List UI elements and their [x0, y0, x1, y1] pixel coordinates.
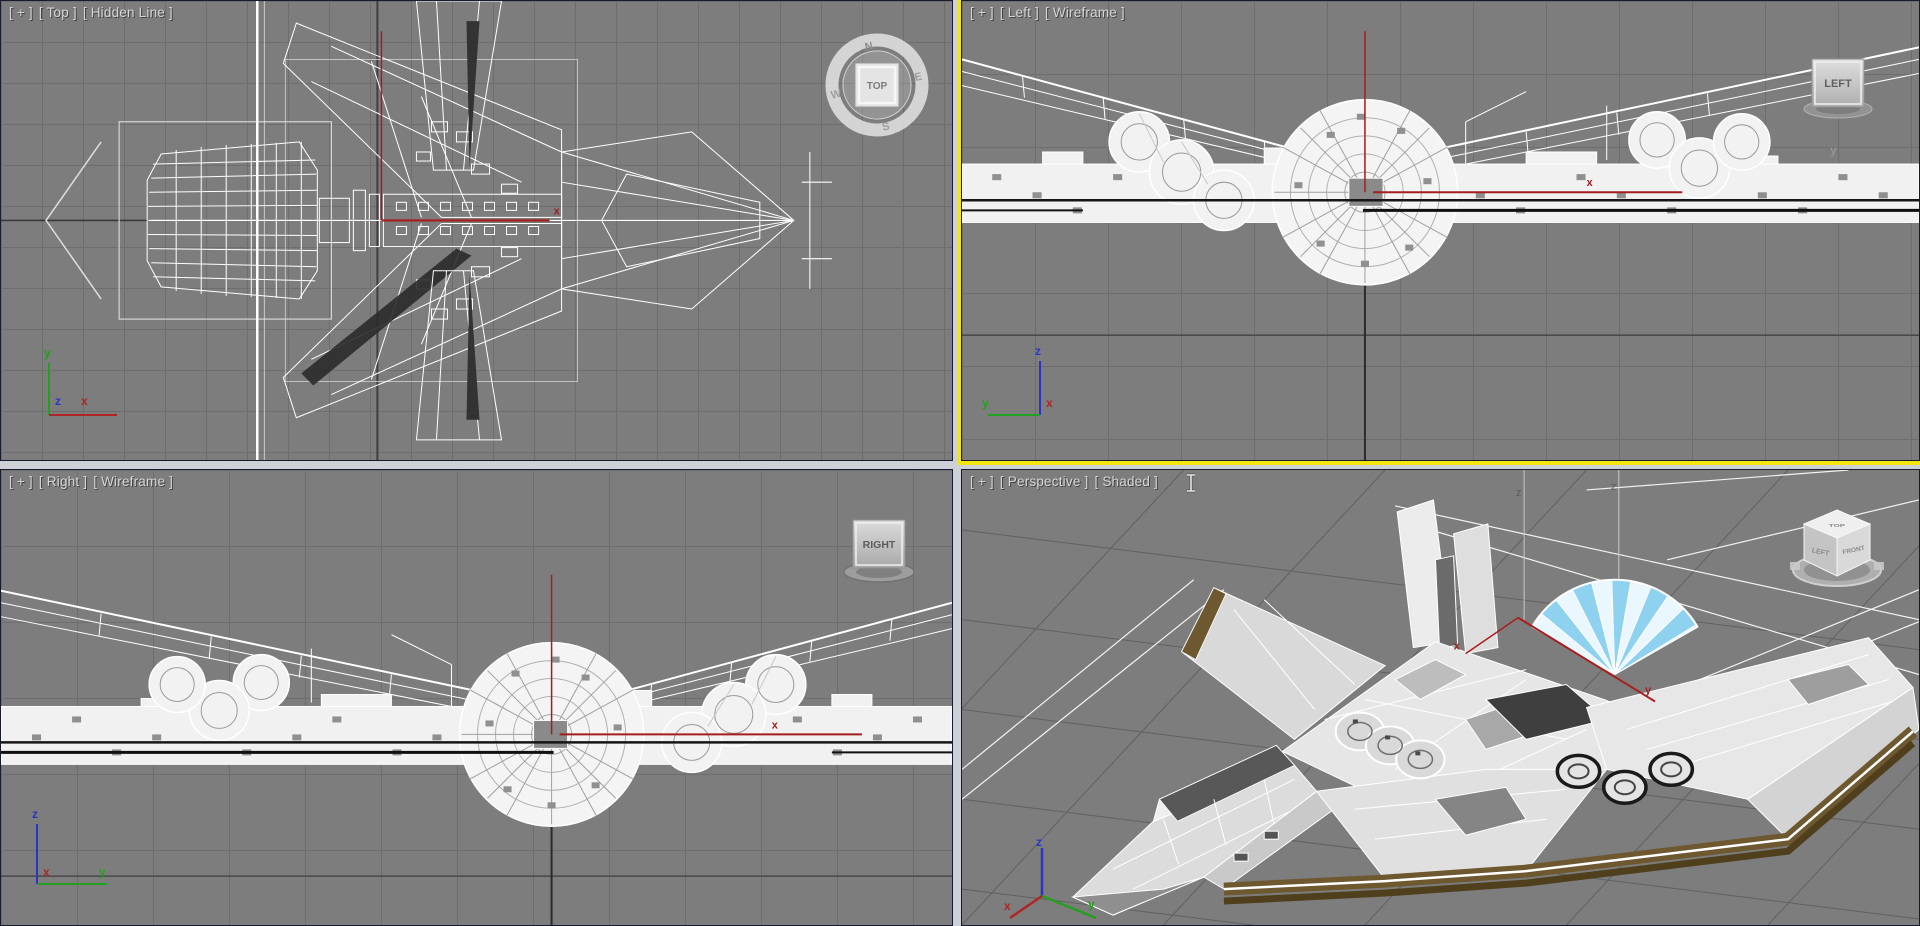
model-right-view: x — [1, 574, 952, 925]
viewport-view-menu[interactable]: [ Right ] — [38, 474, 88, 489]
gizmo-x-label: x — [1454, 641, 1461, 653]
world-y-label: y — [1830, 143, 1837, 157]
viewcube-top[interactable]: N E S W TOP — [825, 33, 929, 142]
viewport-shading-menu[interactable]: [ Wireframe ] — [93, 474, 174, 489]
ibeam-cursor — [1187, 473, 1195, 493]
construction-z-label: z — [1516, 487, 1522, 499]
gizmo-x-label: x — [1587, 177, 1594, 189]
viewport-menu-button[interactable]: [ + ] — [9, 474, 33, 489]
tripod-x-label: x — [43, 865, 50, 879]
viewport-menu-button[interactable]: [ + ] — [970, 474, 994, 489]
tripod-y-label: y — [99, 865, 106, 879]
gizmo-x-label: x — [554, 205, 561, 217]
construction-z-label: z — [1611, 481, 1617, 493]
tripod-y-label: y — [982, 396, 989, 410]
viewcube-top-face-label: TOP — [1829, 524, 1846, 529]
tripod-z-label: z — [32, 808, 38, 821]
viewport-menu-button[interactable]: [ + ] — [9, 5, 33, 20]
viewcube-perspective[interactable]: TOP LEFT FRONT — [1782, 492, 1892, 607]
model-top-view: x — [1, 1, 832, 460]
viewport-perspective-label: [ + ] [ Perspective ] [ Shaded ] — [970, 474, 1164, 489]
viewcube-top-face-label: TOP — [867, 81, 888, 92]
viewcube-right-face-label: RIGHT — [863, 539, 896, 551]
viewport-view-menu[interactable]: [ Perspective ] — [999, 474, 1089, 489]
viewport-left[interactable]: [ + ] [ Left ] [ Wireframe ] — [961, 0, 1920, 461]
viewport-right[interactable]: [ + ] [ Right ] [ Wireframe ] x RIGHT — [0, 469, 953, 926]
viewport-left-label: [ + ] [ Left ] [ Wireframe ] — [970, 5, 1131, 20]
model-perspective-view: z z — [962, 470, 1919, 925]
tripod-z-label: z — [55, 394, 61, 408]
gizmo-x-label: x — [772, 719, 779, 731]
axis-tripod-perspective: z y x — [1004, 838, 1097, 920]
compass-w-label: W — [830, 88, 843, 102]
tripod-y-label: y — [1088, 897, 1095, 911]
tripod-x-label: x — [81, 394, 88, 408]
viewcube-left[interactable]: LEFT — [1803, 45, 1873, 134]
compass-s-label: S — [881, 120, 891, 133]
tripod-z-label: z — [1036, 838, 1042, 849]
tripod-x-label: x — [1046, 396, 1053, 410]
viewport-shading-menu[interactable]: [ Wireframe ] — [1045, 5, 1125, 20]
axis-tripod-right: z x y — [32, 808, 107, 885]
viewcube-front-face-label: FRONT — [1842, 545, 1865, 557]
viewport-view-menu[interactable]: [ Top ] — [38, 5, 77, 20]
viewport-top-label: [ + ] [ Top ] [ Hidden Line ] — [9, 5, 179, 20]
viewcube-left-face-label: LEFT — [1811, 547, 1830, 558]
viewcube-right[interactable]: RIGHT — [843, 506, 915, 597]
viewcube-left-face-label: LEFT — [1824, 78, 1852, 90]
viewport-shading-menu[interactable]: [ Hidden Line ] — [82, 5, 173, 20]
compass-e-label: E — [913, 71, 923, 84]
viewport-top[interactable]: [ + ] [ Top ] [ Hidden Line ] — [0, 0, 953, 461]
axis-tripod-top: y z x — [44, 346, 117, 416]
tripod-x-label: x — [1004, 899, 1011, 913]
axis-tripod-left: z y x — [982, 344, 1053, 416]
compass-n-label: N — [864, 40, 874, 53]
model-left-view: x y — [962, 31, 1919, 460]
tripod-y-label: y — [44, 346, 51, 360]
gizmo-y-label: y — [1645, 685, 1652, 697]
tripod-z-label: z — [1035, 344, 1041, 358]
viewport-menu-button[interactable]: [ + ] — [970, 5, 994, 20]
viewport-view-menu[interactable]: [ Left ] — [999, 5, 1040, 20]
viewport-perspective[interactable]: [ + ] [ Perspective ] [ Shaded ] — [961, 469, 1920, 926]
viewport-right-label: [ + ] [ Right ] [ Wireframe ] — [9, 474, 179, 489]
viewport-shading-menu[interactable]: [ Shaded ] — [1094, 474, 1158, 489]
viewport-splitter-horizontal[interactable] — [0, 461, 1920, 469]
